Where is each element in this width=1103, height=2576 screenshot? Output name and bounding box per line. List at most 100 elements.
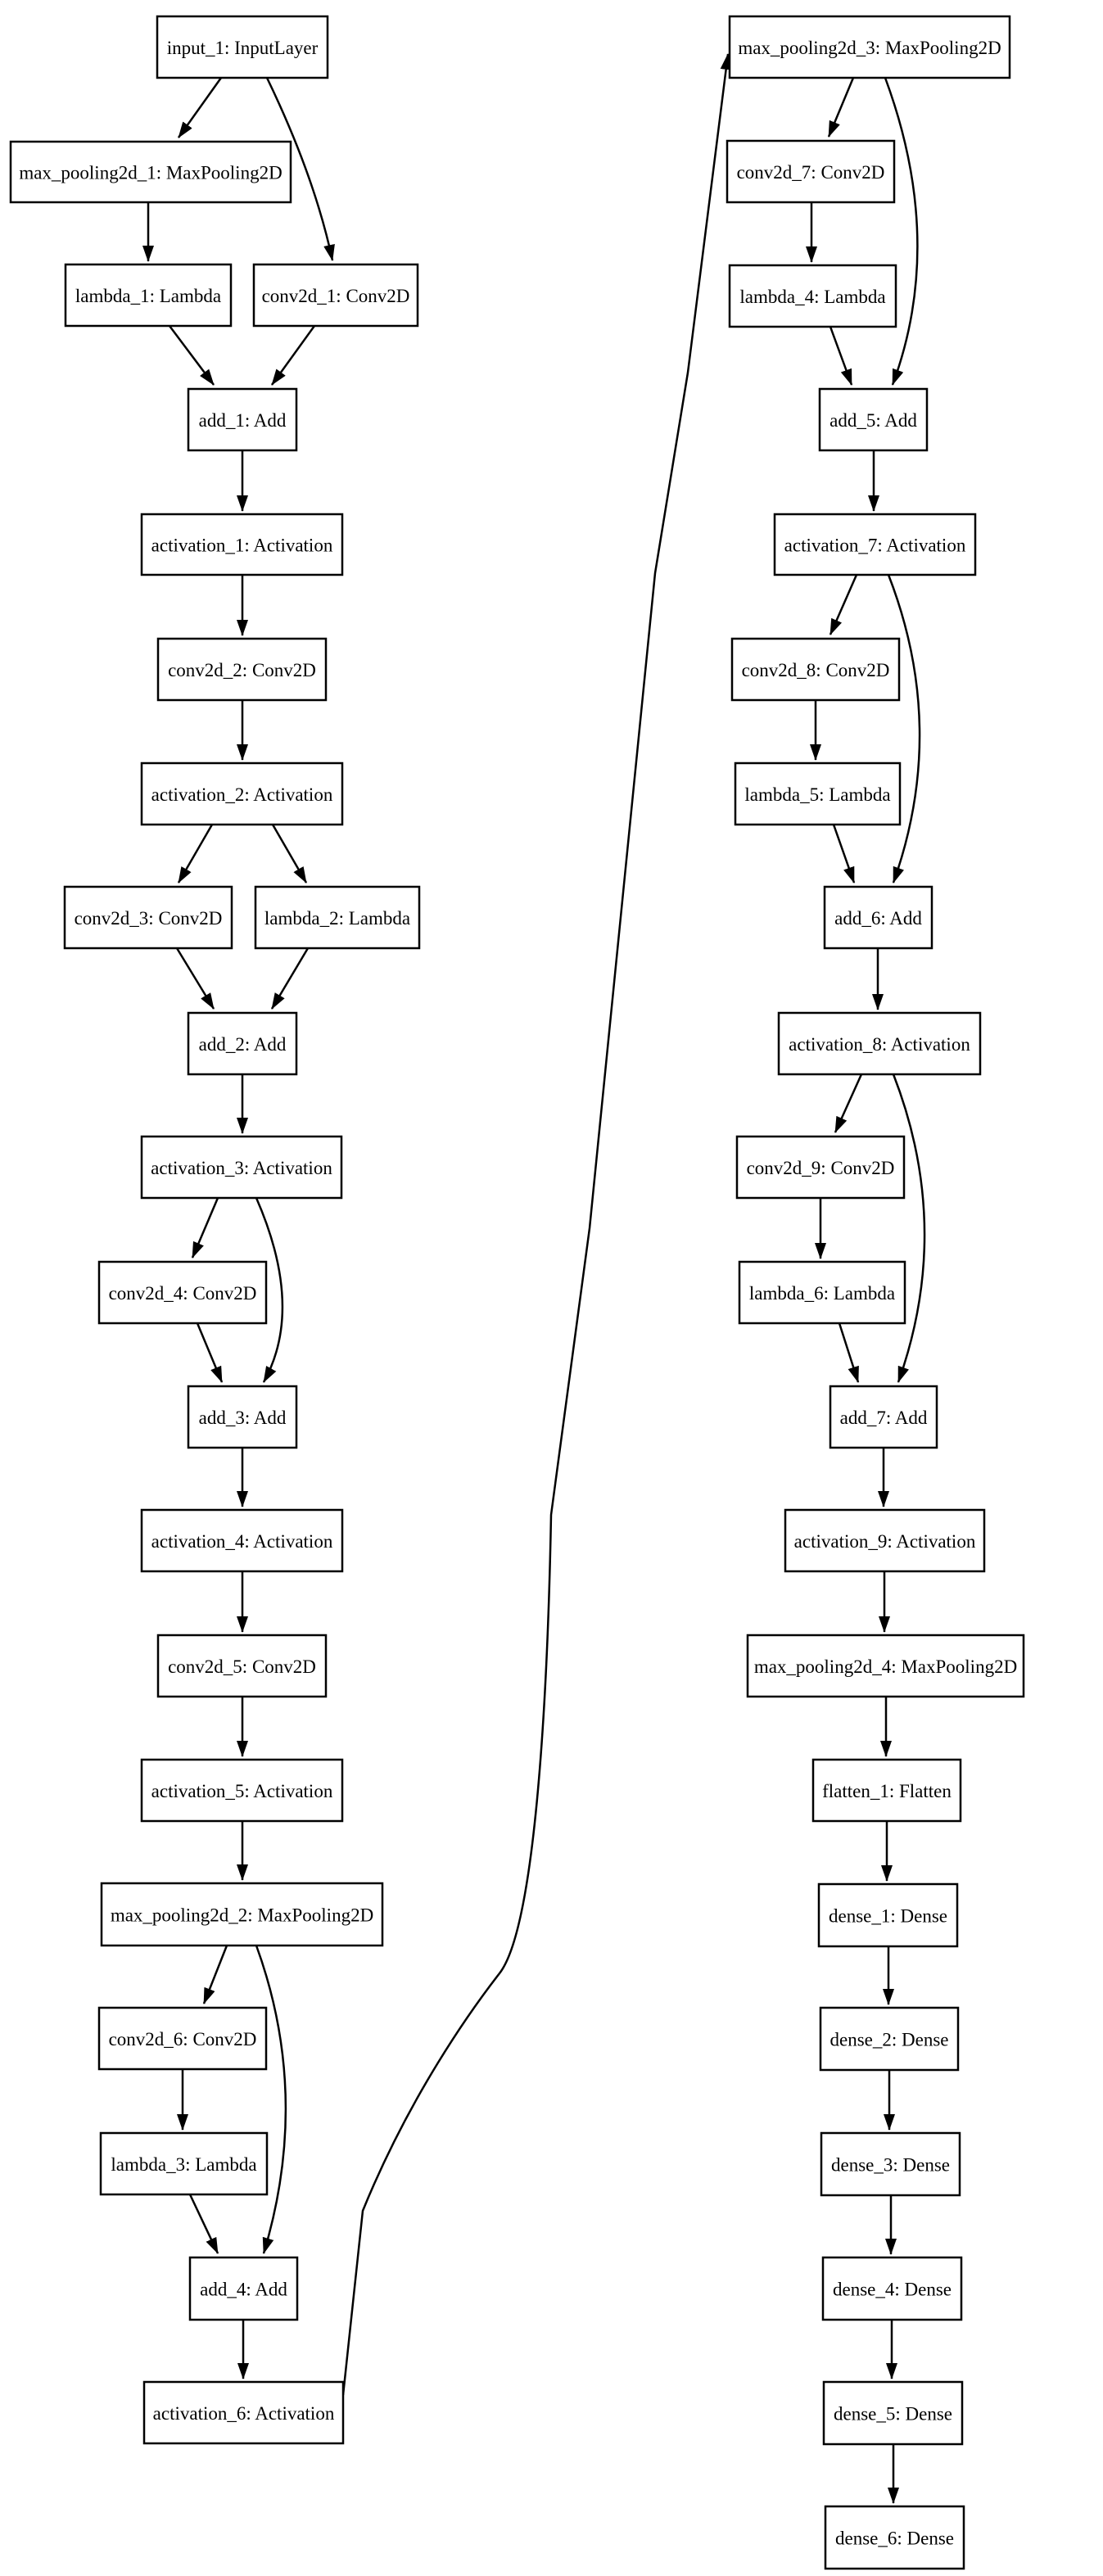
node-conv2d_6-label: conv2d_6: Conv2D — [109, 2029, 257, 2050]
node-activation_3-label: activation_3: Activation — [151, 1158, 332, 1178]
edge-lambda_5-to-add_6 — [832, 824, 856, 884]
node-conv2d_2-label: conv2d_2: Conv2D — [168, 660, 316, 680]
node-activation_9: activation_9: Activation — [784, 1508, 986, 1573]
node-activation_9-label: activation_9: Activation — [794, 1531, 976, 1552]
node-lambda_3-label: lambda_3: Lambda — [111, 2154, 256, 2175]
edge-input_1-to-conv2d_1 — [265, 77, 335, 261]
node-conv2d_5-label: conv2d_5: Conv2D — [168, 1656, 316, 1677]
node-activation_4-box — [140, 1508, 344, 1573]
node-dense_1-label: dense_1: Dense — [829, 1906, 947, 1927]
node-conv2d_9-box — [735, 1135, 906, 1200]
node-add_2: add_2: Add — [187, 1011, 298, 1076]
node-max_pooling2d_1-label: max_pooling2d_1: MaxPooling2D — [19, 163, 282, 183]
node-add_6-box — [823, 885, 933, 950]
node-add_1-box — [187, 387, 298, 452]
node-activation_1-label: activation_1: Activation — [151, 536, 333, 556]
node-lambda_3-box — [99, 2131, 269, 2196]
edge-activation_2-to-conv2d_3 — [177, 824, 214, 884]
node-lambda_1-label: lambda_1: Lambda — [75, 286, 221, 306]
node-lambda_5-box — [734, 762, 902, 826]
node-activation_1-box — [140, 513, 344, 576]
node-dense_4-box — [821, 2256, 963, 2321]
node-add_5: add_5: Add — [818, 387, 929, 452]
node-dense_4-label: dense_4: Dense — [833, 2280, 952, 2300]
node-activation_1: activation_1: Activation — [140, 513, 344, 576]
node-activation_6-box — [142, 2380, 345, 2445]
node-lambda_5-label: lambda_5: Lambda — [744, 784, 890, 805]
node-activation_7-label: activation_7: Activation — [784, 536, 966, 556]
node-activation_8-box — [777, 1011, 982, 1076]
edge-max_pooling2d_2-to-conv2d_6 — [202, 1945, 228, 2004]
node-flatten_1-label: flatten_1: Flatten — [822, 1781, 952, 1801]
node-add_5-label: add_5: Add — [830, 410, 917, 431]
node-input_1-box — [156, 15, 329, 79]
node-max_pooling2d_2-box — [100, 1882, 384, 1947]
node-add_7-box — [829, 1385, 938, 1449]
edge-activation_8-to-add_7 — [892, 1073, 926, 1383]
node-add_2-box — [187, 1011, 298, 1076]
edge-lambda_6-to-add_7 — [838, 1322, 860, 1383]
node-max_pooling2d_2: max_pooling2d_2: MaxPooling2D — [100, 1882, 384, 1947]
node-max_pooling2d_4: max_pooling2d_4: MaxPooling2D — [746, 1634, 1025, 1698]
node-lambda_1: lambda_1: Lambda — [64, 263, 233, 328]
node-activation_7: activation_7: Activation — [773, 513, 977, 576]
node-dense_6-label: dense_6: Dense — [835, 2529, 954, 2549]
node-conv2d_2-box — [156, 637, 328, 702]
node-conv2d_8-box — [730, 637, 901, 702]
node-conv2d_7-box — [726, 139, 896, 204]
node-conv2d_6: conv2d_6: Conv2D — [97, 2006, 268, 2071]
node-dense_3-box — [820, 2131, 961, 2197]
node-max_pooling2d_4-label: max_pooling2d_4: MaxPooling2D — [754, 1656, 1017, 1677]
edge-lambda_4-to-add_5 — [829, 326, 853, 386]
edges-layer — [142, 53, 926, 2504]
node-dense_3-label: dense_3: Dense — [831, 2155, 950, 2176]
node-add_7: add_7: Add — [829, 1385, 938, 1449]
node-lambda_5: lambda_5: Lambda — [734, 762, 902, 826]
node-lambda_2-box — [254, 885, 421, 950]
node-dense_1-box — [817, 1882, 959, 1948]
node-input_1-label: input_1: InputLayer — [167, 38, 319, 58]
node-activation_3-box — [140, 1135, 343, 1200]
node-dense_6: dense_6: Dense — [824, 2505, 965, 2570]
node-conv2d_7: conv2d_7: Conv2D — [726, 139, 896, 204]
node-conv2d_2: conv2d_2: Conv2D — [156, 637, 328, 702]
edge-input_1-to-max_pooling2d_1 — [177, 77, 223, 138]
node-add_3-label: add_3: Add — [199, 1408, 287, 1428]
node-add_3: add_3: Add — [187, 1385, 298, 1449]
node-conv2d_1-label: conv2d_1: Conv2D — [262, 286, 410, 306]
node-add_1: add_1: Add — [187, 387, 298, 452]
node-activation_4: activation_4: Activation — [140, 1508, 344, 1573]
node-activation_6: activation_6: Activation — [142, 2380, 345, 2445]
node-activation_5-box — [140, 1758, 344, 1823]
node-dense_2-box — [819, 2006, 960, 2072]
node-conv2d_8: conv2d_8: Conv2D — [730, 637, 901, 702]
node-conv2d_1-box — [252, 263, 419, 328]
node-max_pooling2d_1-box — [9, 140, 292, 204]
edge-lambda_1-to-add_1 — [169, 325, 215, 386]
node-activation_8: activation_8: Activation — [777, 1011, 982, 1076]
node-lambda_2: lambda_2: Lambda — [254, 885, 421, 950]
node-flatten_1: flatten_1: Flatten — [811, 1758, 962, 1823]
node-conv2d_3: conv2d_3: Conv2D — [63, 885, 233, 950]
node-dense_4: dense_4: Dense — [821, 2256, 963, 2321]
nodes-layer: input_1: InputLayer max_pooling2d_1: MaxP… — [9, 15, 1025, 2570]
node-conv2d_4-box — [97, 1260, 268, 1325]
node-activation_3: activation_3: Activation — [140, 1135, 343, 1200]
node-flatten_1-box — [811, 1758, 962, 1823]
edge-activation_7-to-conv2d_8 — [829, 574, 858, 635]
node-add_4-label: add_4: Add — [200, 2280, 287, 2300]
node-max_pooling2d_3: max_pooling2d_3: MaxPooling2D — [728, 15, 1011, 79]
node-activation_8-label: activation_8: Activation — [789, 1034, 970, 1055]
edge-conv2d_4-to-add_3 — [196, 1322, 224, 1383]
node-max_pooling2d_3-label: max_pooling2d_3: MaxPooling2D — [738, 38, 1001, 58]
node-activation_9-box — [784, 1508, 986, 1573]
node-lambda_3: lambda_3: Lambda — [99, 2131, 269, 2196]
node-conv2d_3-box — [63, 885, 233, 950]
node-conv2d_6-box — [97, 2006, 268, 2071]
node-add_6-label: add_6: Add — [834, 908, 922, 929]
node-conv2d_5-box — [156, 1634, 328, 1698]
node-max_pooling2d_2-label: max_pooling2d_2: MaxPooling2D — [111, 1905, 373, 1926]
node-activation_5-label: activation_5: Activation — [151, 1781, 333, 1801]
